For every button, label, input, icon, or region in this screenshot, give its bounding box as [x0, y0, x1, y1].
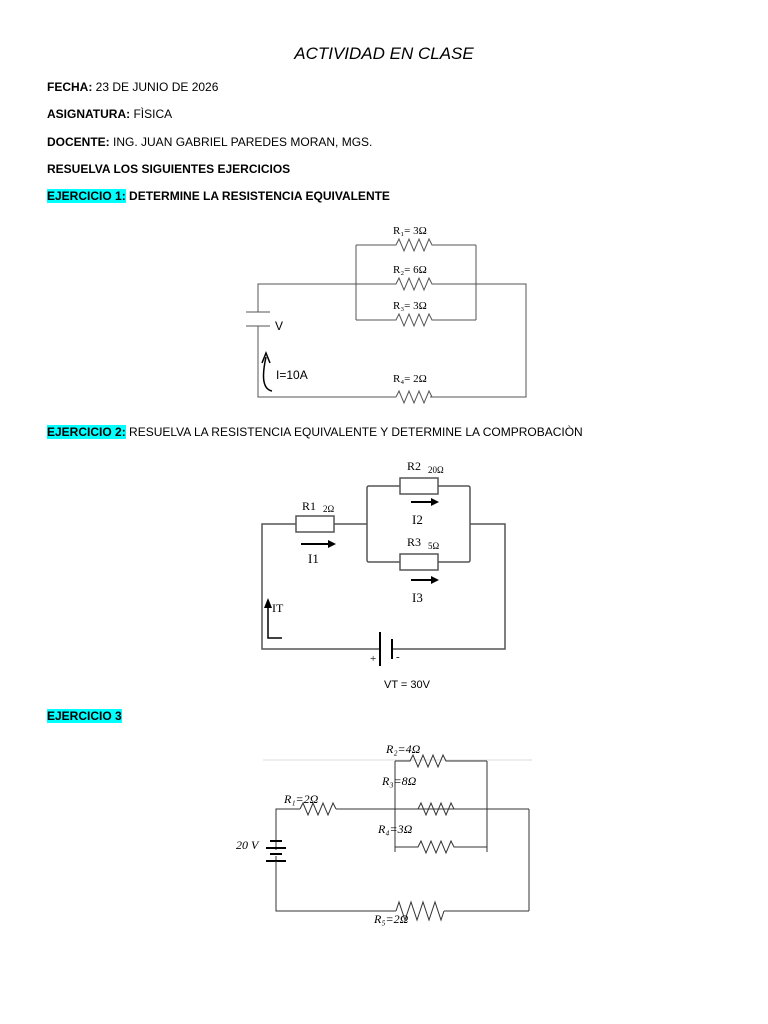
exercise-2-tag: EJERCICIO 2:	[47, 425, 126, 439]
c2-plus-sign: +	[370, 653, 376, 665]
circuit-3-diagram: R₂=4Ω R₃=8Ω R₁=2Ω R₄=3Ω 20 V R₅=2Ω	[236, 742, 532, 926]
c2-r2-value: 20Ω	[428, 465, 444, 475]
fecha-label: FECHA:	[47, 80, 93, 94]
exercise-3-heading: EJERCICIO 3	[47, 709, 122, 723]
c2-i3-label: I3	[412, 590, 423, 605]
c2-r1-label: R1	[302, 499, 316, 513]
exercise-1-text: DETERMINE LA RESISTENCIA EQUIVALENTE	[129, 189, 390, 203]
c3-r4-label: R₄=3Ω	[377, 822, 413, 836]
fecha-line: FECHA: 23 DE JUNIO DE 2026	[47, 80, 218, 94]
asignatura-value: FÌSICA	[133, 107, 173, 121]
fecha-value: 23 DE JUNIO DE 2026	[95, 80, 219, 94]
c1-r4-label: R₄= 2Ω	[393, 373, 427, 385]
docente-line: DOCENTE: ING. JUAN GABRIEL PAREDES MORAN…	[47, 135, 372, 149]
exercise-1-heading: EJERCICIO 1: DETERMINE LA RESISTENCIA EQ…	[47, 189, 390, 203]
c3-r3-label: R₃=8Ω	[381, 774, 417, 788]
c1-voltage-label: V	[275, 319, 283, 333]
c3-r2-label: R₂=4Ω	[385, 742, 421, 756]
c1-r2-label: R₂= 6Ω	[393, 264, 427, 276]
c2-r2-label: R2	[407, 459, 421, 473]
c3-voltage-label: 20 V	[236, 838, 260, 852]
exercise-1-tag: EJERCICIO 1:	[47, 189, 126, 203]
c2-minus-sign: -	[396, 651, 400, 663]
circuit-2-diagram: R1 2Ω R2 20Ω R3 5Ω I1 I2 I3 IT + - VT = …	[261, 459, 506, 691]
c2-it-label: IT	[272, 601, 284, 615]
c1-r1-label: R₁= 3Ω	[393, 225, 427, 237]
instruction-text: RESUELVA LOS SIGUIENTES EJERCICIOS	[47, 162, 291, 176]
circuit-1-diagram: R₁= 3Ω R₂= 6Ω R₃= 3Ω R₄= 2Ω V I=10A	[246, 225, 527, 405]
docente-value: ING. JUAN GABRIEL PAREDES MORAN, MGS.	[113, 135, 373, 149]
exercise-2-heading: EJERCICIO 2: RESUELVA LA RESISTENCIA EQU…	[47, 425, 583, 439]
c2-i1-label: I1	[308, 551, 319, 566]
asignatura-label: ASIGNATURA:	[47, 107, 131, 121]
c3-r1-label: R₁=2Ω	[283, 792, 319, 806]
page-title: ACTIVIDAD EN CLASE	[294, 44, 474, 63]
c2-r3-value: 5Ω	[428, 541, 440, 551]
exercise-2-text: RESUELVA LA RESISTENCIA EQUIVALENTE Y DE…	[129, 425, 583, 439]
docente-label: DOCENTE:	[47, 135, 110, 149]
c1-current-label: I=10A	[276, 368, 308, 382]
c2-r3-label: R3	[407, 535, 421, 549]
asignatura-line: ASIGNATURA: FÌSICA	[47, 107, 172, 121]
c2-vt-label: VT = 30V	[384, 679, 431, 691]
exercise-3-tag: EJERCICIO 3	[47, 709, 122, 723]
c2-r1-value: 2Ω	[323, 504, 335, 514]
c1-r3-label: R₃= 3Ω	[393, 300, 427, 312]
c3-r5-label: R₅=2Ω	[373, 912, 409, 926]
c2-i2-label: I2	[412, 512, 423, 527]
